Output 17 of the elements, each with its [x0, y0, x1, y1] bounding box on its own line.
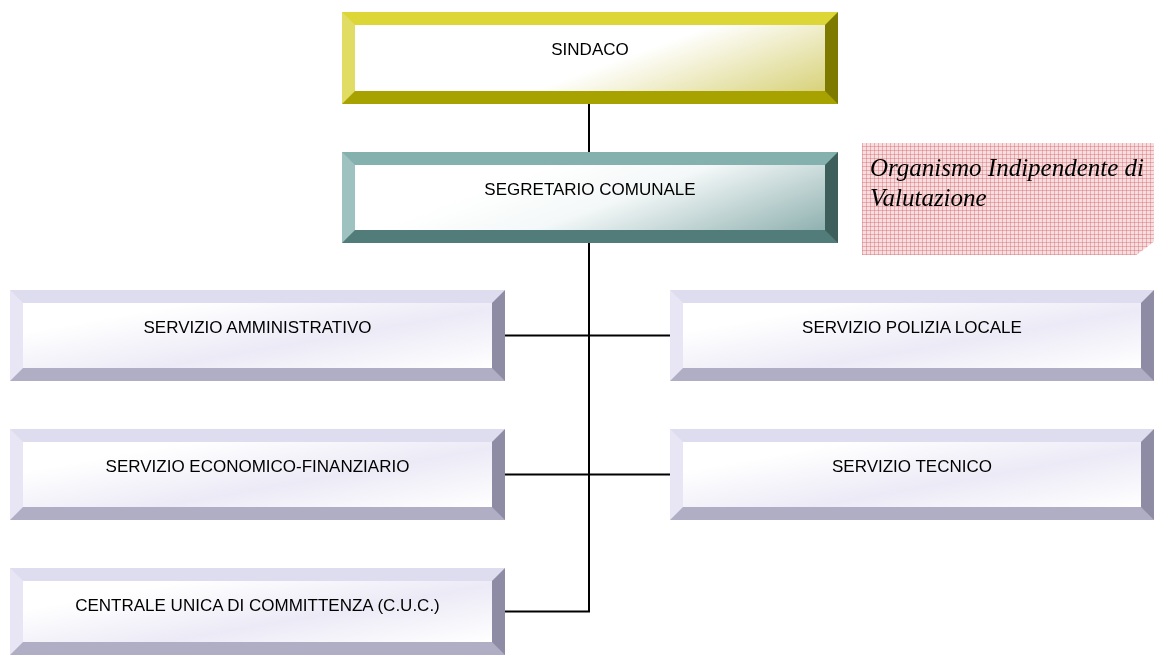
org-box: [342, 152, 838, 243]
org-box: [10, 429, 505, 520]
node-label: SEGRETARIO COMUNALE: [483, 179, 697, 201]
org-box: [670, 429, 1154, 520]
node-label: SERVIZIO TECNICO: [831, 456, 993, 478]
org-box: [10, 290, 505, 381]
org-box: [670, 290, 1154, 381]
node-label: SERVIZIO ECONOMICO-FINANZIARIO: [104, 456, 411, 478]
node-label: SERVIZIO AMMINISTRATIVO: [142, 317, 373, 339]
sticky-note: [862, 143, 1154, 255]
org-box: [10, 568, 505, 655]
node-label: SERVIZIO POLIZIA LOCALE: [801, 317, 1023, 339]
node-label: Organismo Indipendente di Valutazione: [870, 153, 1146, 213]
node-label: CENTRALE UNICA DI COMMITTENZA (C.U.C.): [74, 595, 441, 617]
node-label: SINDACO: [550, 39, 630, 61]
org-box: [342, 12, 838, 104]
connector-line: [588, 103, 590, 153]
